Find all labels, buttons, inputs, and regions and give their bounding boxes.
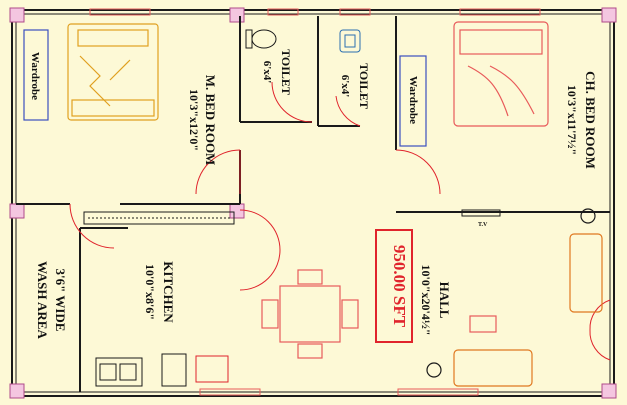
label-toilet1-name: TOILET [279,49,293,95]
tv-unit [461,209,501,217]
label-kitchen-name: KITCHEN [161,261,176,323]
children-bed [453,21,549,127]
label-hall-name: HALL [437,282,452,319]
area-badge-text: 950.00 SFT [390,245,409,328]
interior-walls [16,16,610,392]
label-toilet1-size: 6'x4' [261,61,273,84]
label-kitchen-size: 10'0"x8'6" [143,264,157,320]
hall-sofas [426,208,603,387]
toilet-fixtures [245,29,361,53]
doors [69,81,611,361]
label-wash-line1: 3'6" WIDE [53,269,68,332]
outer-walls [11,9,615,397]
master-bed [67,23,159,121]
wall-columns [9,7,617,399]
label-toilet2-size: 6'x4' [339,75,351,98]
label-wash-line2: WASH AREA [35,261,50,339]
label-children-bed-name: CH. BED ROOM [583,71,598,169]
label-toilet2-name: TOILET [357,63,371,109]
label-children-bed-size: 10'3"x11'7½" [565,85,579,155]
wardrobes [23,29,427,147]
label-wardrobe-1: Wardrobe [29,52,41,100]
label-master-bed-name: M. BED ROOM [203,75,218,166]
dining-set [261,269,359,359]
area-badge: 950.00 SFT [375,229,413,343]
kitchen-counter [83,211,235,387]
label-master-bed-size: 10'3"x12'0" [187,89,201,151]
label-hall-size: 10'0"x20'4½" [419,265,433,336]
label-wardrobe-2: Wardrobe [407,76,419,124]
tv-label: T.V [478,222,488,228]
windows [89,8,541,396]
